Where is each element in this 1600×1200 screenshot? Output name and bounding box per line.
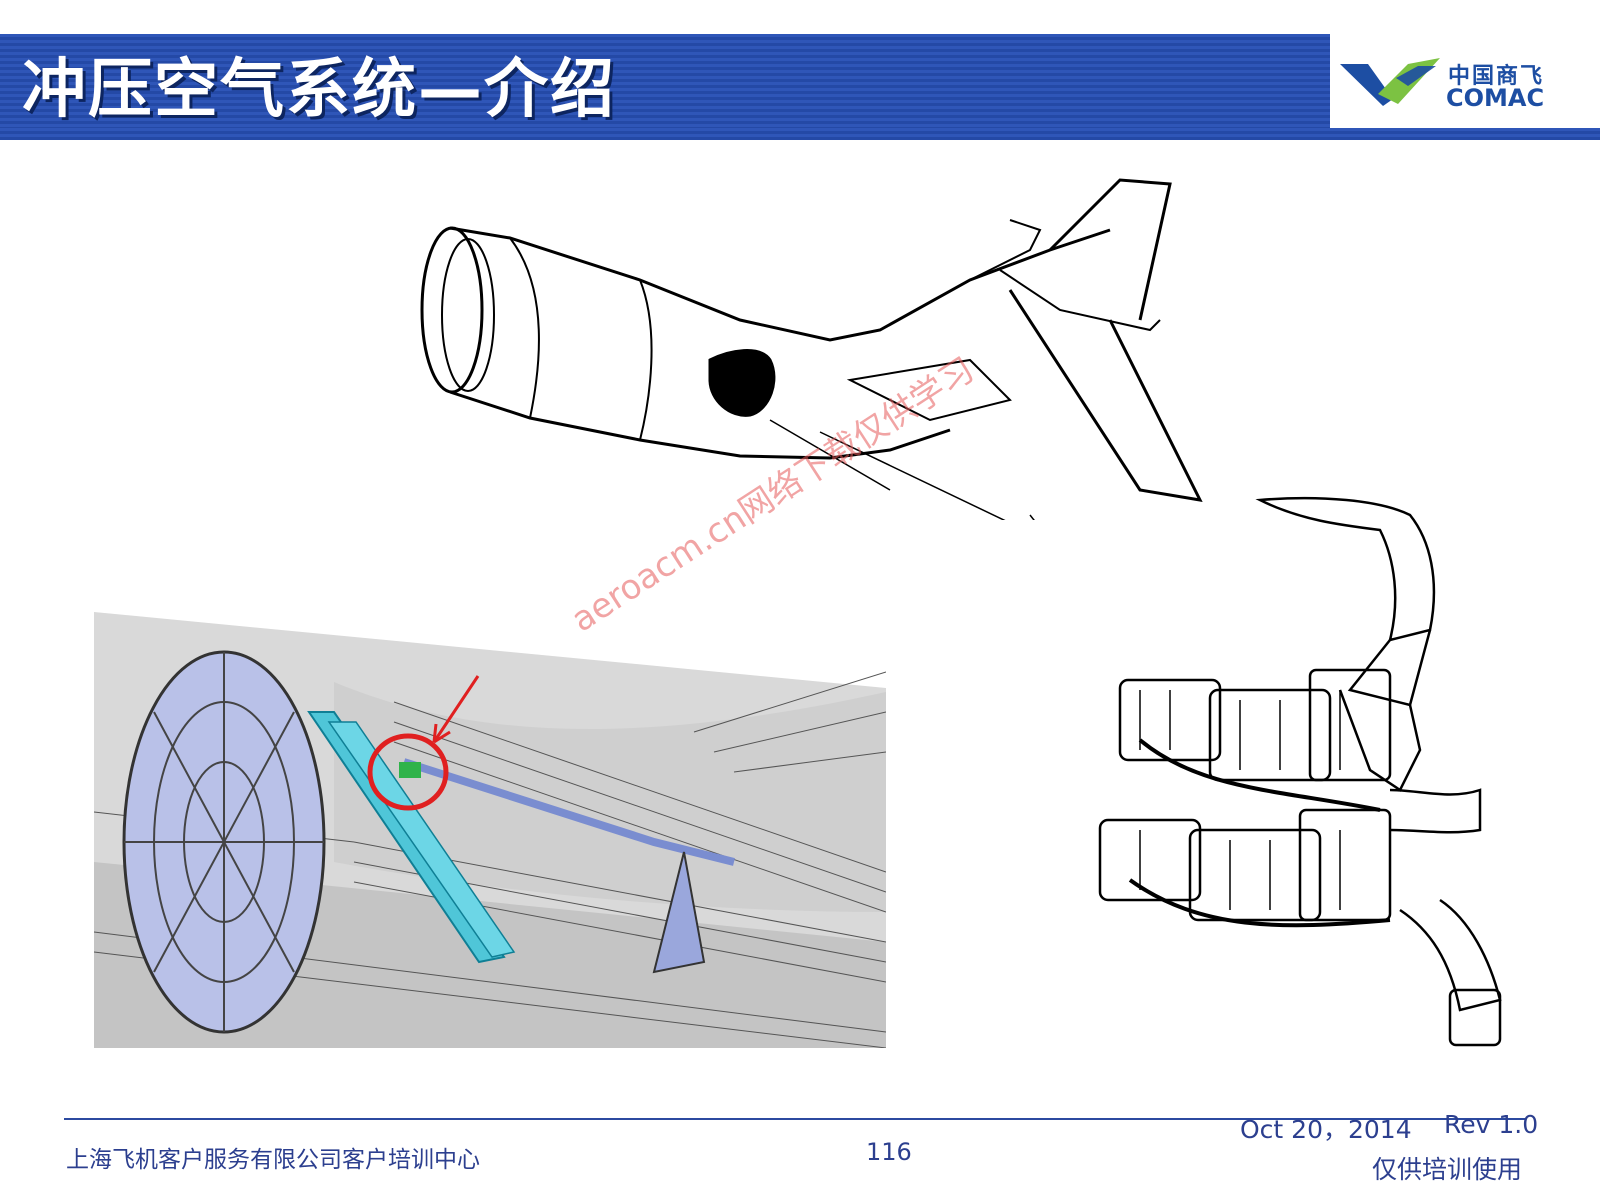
footer-rule	[64, 1118, 1526, 1120]
footer-date: Oct 20，2014	[1240, 1115, 1412, 1144]
ram-air-installation-view	[94, 612, 886, 1048]
comac-logo-icon	[1340, 58, 1440, 106]
ram-air-duct-cyan	[307, 711, 516, 964]
aircraft-tail-drawing	[420, 178, 1203, 520]
header-rule	[0, 128, 1600, 140]
logo-english-text: COMAC	[1446, 84, 1545, 112]
highlight-arrow	[432, 675, 480, 743]
highlighted-component	[399, 762, 421, 778]
title-bar	[0, 34, 1330, 140]
logo-chinese-text: 中国商飞	[1448, 64, 1545, 89]
ram-air-inlet-dish	[122, 650, 326, 1034]
slide-title: 冲压空气系统—介绍	[22, 53, 616, 127]
footer-note: 仅供培训使用	[1372, 1155, 1523, 1184]
footer-revision: Rev 1.0	[1444, 1110, 1539, 1139]
air-conditioning-pack-drawing	[1098, 496, 1502, 1047]
page-number: 116	[866, 1138, 912, 1166]
comac-logo: 中国商飞 COMAC	[1338, 44, 1588, 124]
highlight-circle	[367, 733, 449, 811]
footer-organization: 上海飞机客户服务有限公司客户培训中心	[66, 1147, 480, 1173]
